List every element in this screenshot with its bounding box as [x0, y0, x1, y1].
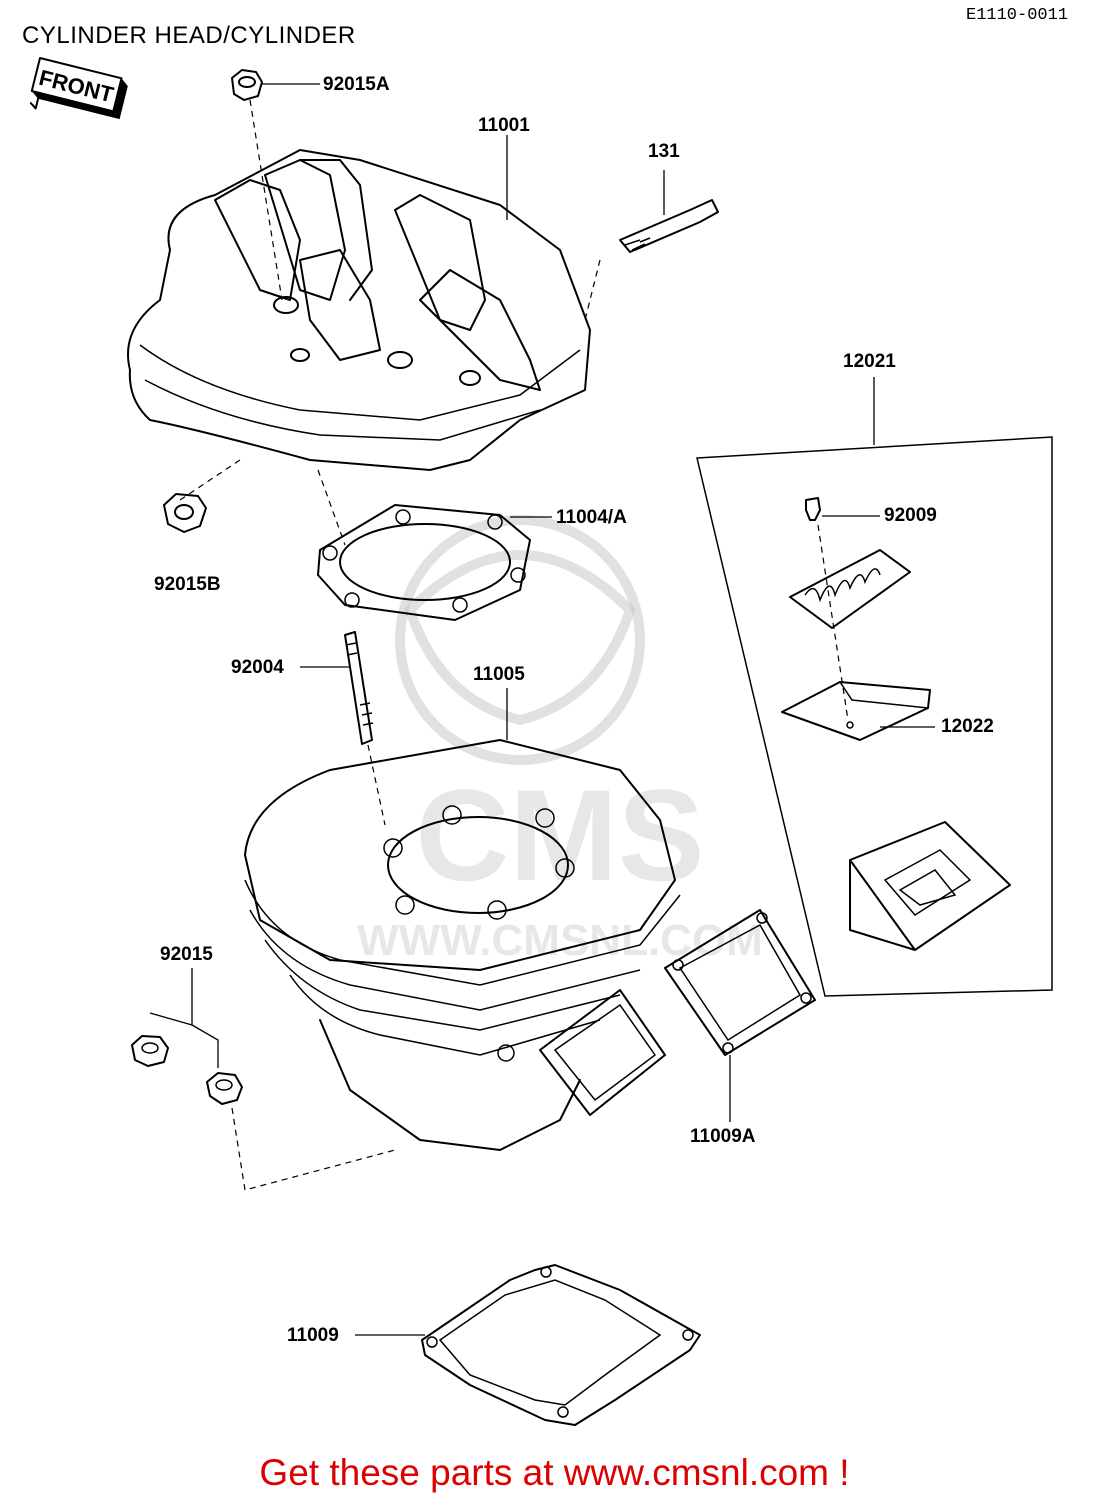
screw-92009: [805, 497, 880, 721]
part-label-92015B[interactable]: 92015B: [154, 574, 221, 595]
intake-gasket-11009A: [664, 909, 816, 1122]
part-label-12021[interactable]: 12021: [843, 351, 896, 372]
base-gasket-11009: [355, 1264, 701, 1426]
part-label-11009[interactable]: 11009: [287, 1325, 339, 1346]
part-label-92004[interactable]: 92004: [231, 657, 284, 678]
part-label-11004A[interactable]: 11004/A: [556, 507, 627, 528]
page-title: CYLINDER HEAD/CYLINDER: [22, 22, 356, 49]
buy-parts-link[interactable]: Get these parts at www.cmsnl.com !: [259, 1452, 850, 1493]
head-gasket-11004A: [317, 504, 552, 621]
part-label-92009[interactable]: 92009: [884, 505, 937, 526]
nut-92015B: [163, 493, 207, 533]
reed-valve-group-12021: [696, 377, 1053, 997]
watermark-url: WWW.CMSNL.COM: [357, 916, 763, 965]
diagram-code: E1110-0011: [966, 6, 1069, 25]
part-label-12022[interactable]: 12022: [941, 716, 994, 737]
nut-92015A: [231, 69, 320, 301]
part-label-131[interactable]: 131: [648, 141, 680, 162]
part-label-92015A[interactable]: 92015A: [323, 74, 390, 95]
watermark: CMS WWW.CMSNL.COM: [357, 515, 763, 965]
front-arrow: FRONT: [29, 57, 128, 120]
part-label-11001[interactable]: 11001: [478, 115, 530, 136]
cylinder-head-11001: [127, 135, 591, 546]
bolt-131: [584, 170, 719, 321]
nuts-92015: [131, 968, 396, 1191]
stud-92004: [300, 631, 386, 826]
part-label-11005[interactable]: 11005: [473, 664, 525, 685]
cylinder-11005: [244, 688, 681, 1151]
reed-block: [849, 821, 1011, 951]
part-label-11009A[interactable]: 11009A: [690, 1126, 756, 1147]
part-label-92015[interactable]: 92015: [160, 944, 213, 965]
reed-12022: [781, 681, 935, 741]
reed-stopper: [789, 549, 911, 629]
